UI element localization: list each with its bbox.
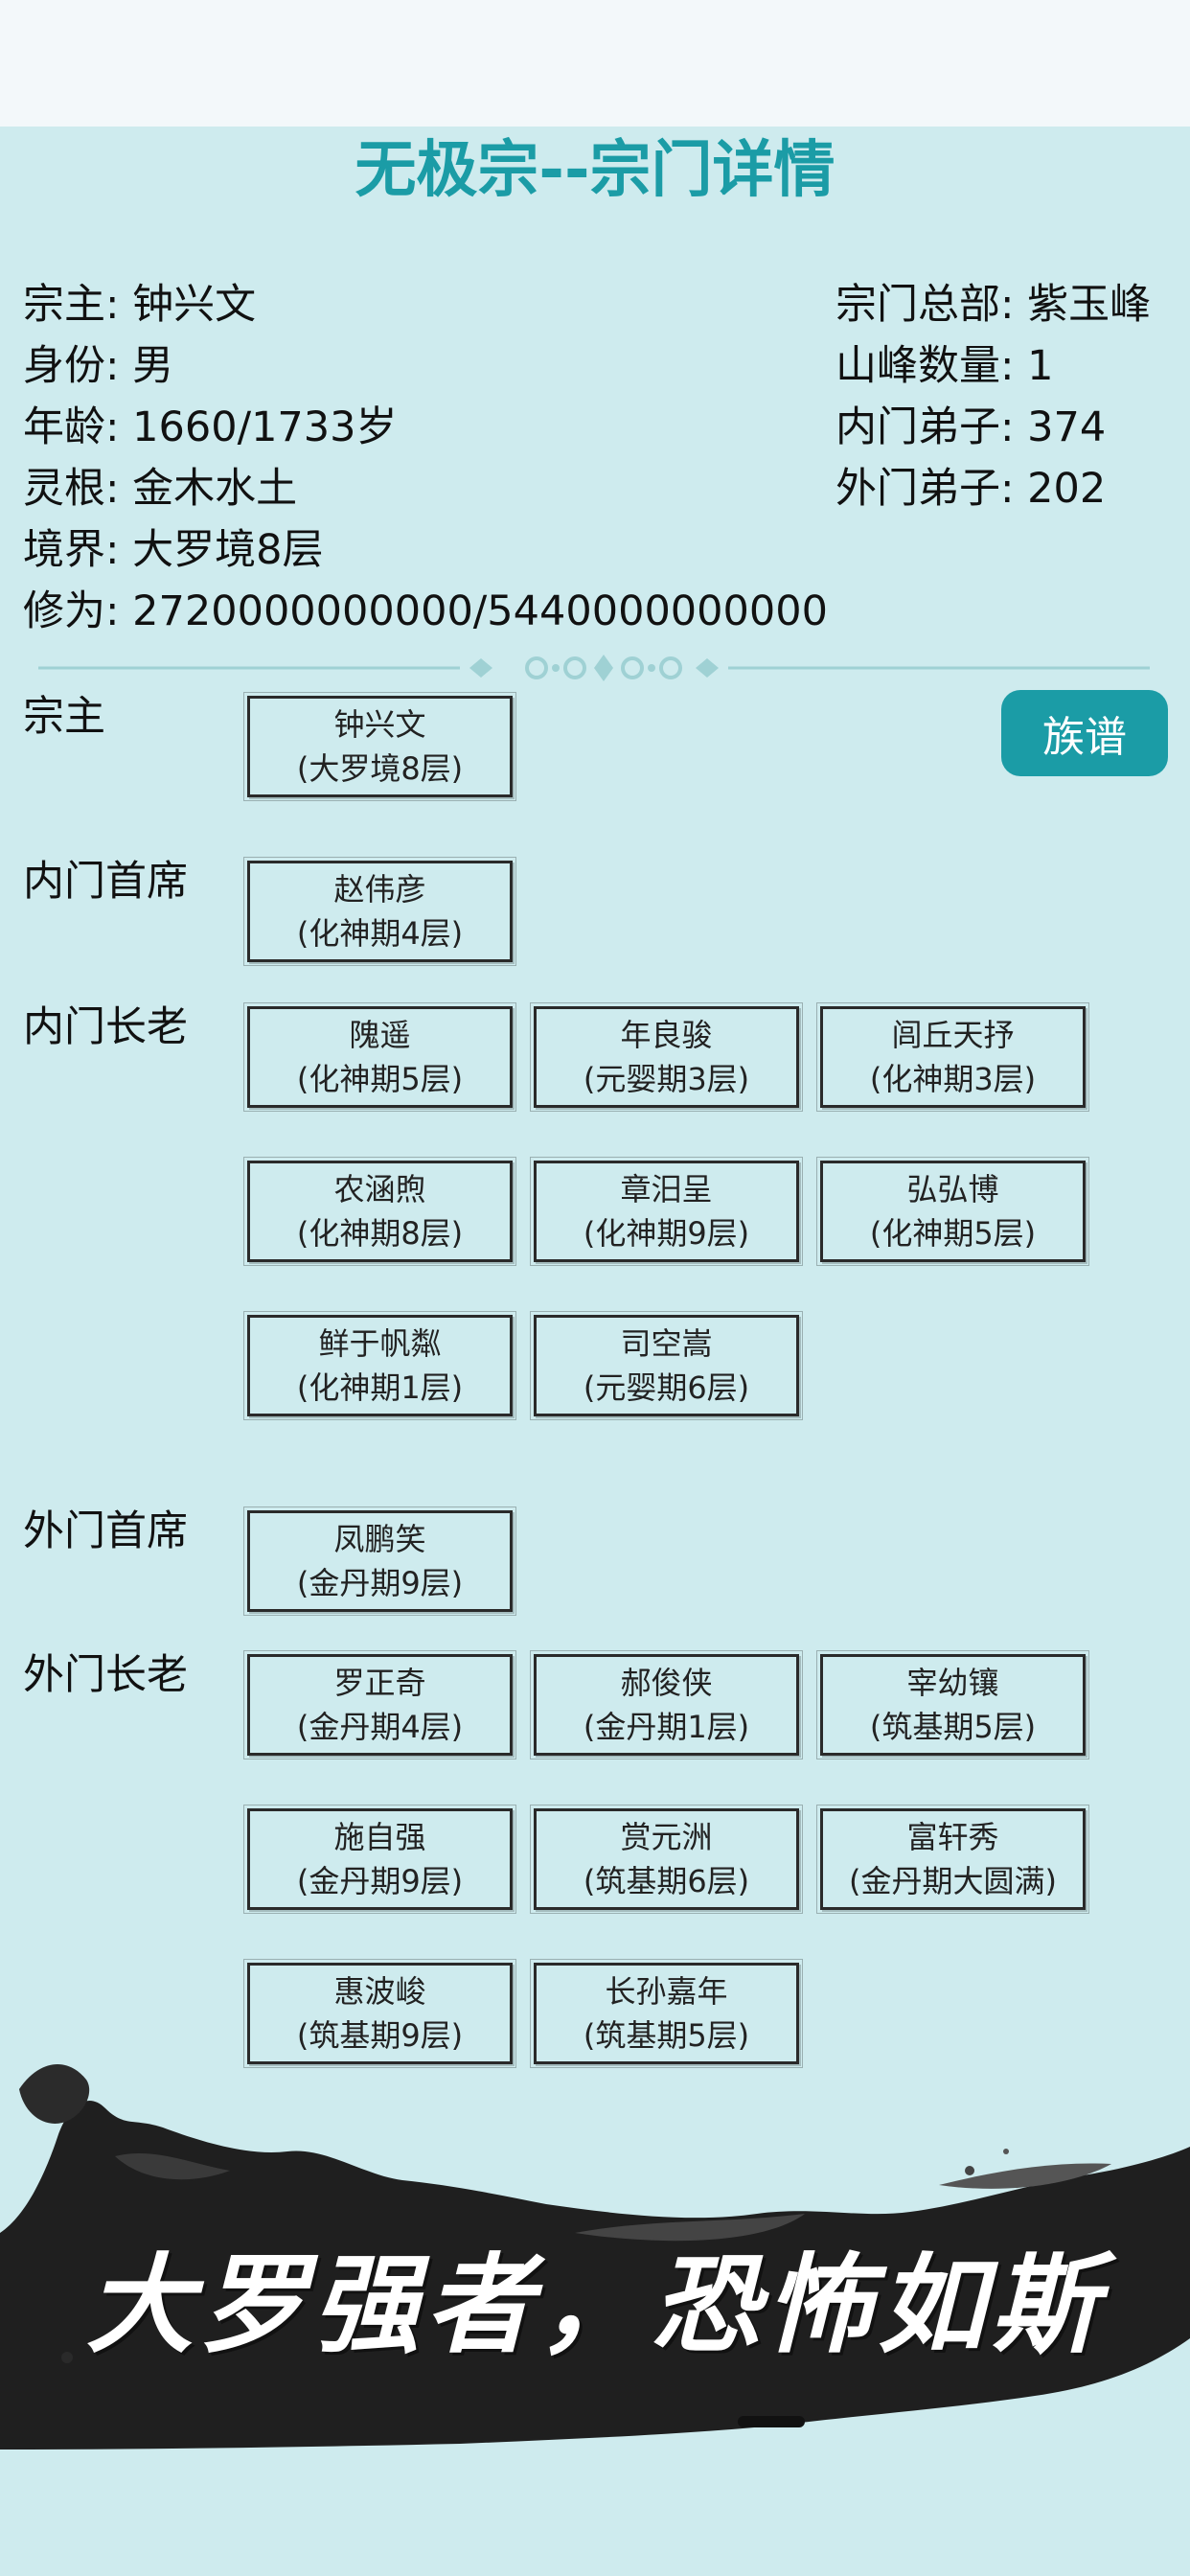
age-info: 年龄: 1660/1733岁 bbox=[23, 403, 398, 451]
member-name: 闾丘天抒 bbox=[891, 1017, 1015, 1053]
member-card[interactable]: 郝俊侠 (金丹期1层) bbox=[530, 1650, 803, 1760]
member-name: 鲜于帆粼 bbox=[318, 1325, 442, 1362]
inner-disciples-info: 内门弟子: 374 bbox=[835, 403, 1107, 451]
member-card[interactable]: 钟兴文 (大罗境8层) bbox=[243, 692, 516, 801]
genealogy-button[interactable]: 族谱 bbox=[1001, 690, 1168, 776]
member-card[interactable]: 惠波峻 (筑基期9层) bbox=[243, 1959, 516, 2068]
member-name: 弘弘博 bbox=[906, 1171, 999, 1208]
identity-info: 身份: 男 bbox=[23, 342, 174, 390]
member-card[interactable]: 施自强 (金丹期9层) bbox=[243, 1805, 516, 1914]
member-realm: (筑基期9层) bbox=[296, 2017, 464, 2054]
spirit-root-info: 灵根: 金木水土 bbox=[23, 465, 298, 513]
page-title: 无极宗--宗门详情 bbox=[355, 135, 835, 206]
member-name: 长孙嘉年 bbox=[605, 1973, 728, 2010]
member-realm: (化神期5层) bbox=[296, 1061, 464, 1097]
member-name: 惠波峻 bbox=[333, 1973, 426, 2010]
member-name: 章汨呈 bbox=[620, 1171, 713, 1208]
member-name: 宰幼镶 bbox=[906, 1665, 999, 1701]
member-name: 隗遥 bbox=[349, 1017, 411, 1053]
section-label-outer-chief: 外门首席 bbox=[23, 1507, 188, 1555]
member-card[interactable]: 凤鹏笑 (金丹期9层) bbox=[243, 1506, 516, 1616]
home-indicator[interactable] bbox=[738, 2416, 805, 2427]
ornamental-divider-icon bbox=[38, 655, 1150, 681]
member-realm: (化神期9层) bbox=[583, 1215, 750, 1252]
member-card[interactable]: 隗遥 (化神期5层) bbox=[243, 1002, 516, 1112]
cultivation-info: 修为: 2720000000000/5440000000000 bbox=[23, 587, 828, 635]
member-name: 施自强 bbox=[333, 1819, 426, 1855]
member-card[interactable]: 富轩秀 (金丹期大圆满) bbox=[816, 1805, 1089, 1914]
member-realm: (元婴期3层) bbox=[583, 1061, 750, 1097]
member-card[interactable]: 司空嵩 (元婴期6层) bbox=[530, 1311, 803, 1420]
member-name: 凤鹏笑 bbox=[333, 1521, 426, 1557]
section-label-outer-elders: 外门长老 bbox=[23, 1651, 188, 1699]
member-card[interactable]: 农涵煦 (化神期8层) bbox=[243, 1157, 516, 1266]
member-realm: (筑基期5层) bbox=[583, 2017, 750, 2054]
member-card[interactable]: 年良骏 (元婴期3层) bbox=[530, 1002, 803, 1112]
member-realm: (金丹期9层) bbox=[296, 1863, 464, 1899]
member-card[interactable]: 赏元洲 (筑基期6层) bbox=[530, 1805, 803, 1914]
member-realm: (化神期1层) bbox=[296, 1369, 464, 1406]
member-name: 富轩秀 bbox=[906, 1819, 999, 1855]
member-card[interactable]: 闾丘天抒 (化神期3层) bbox=[816, 1002, 1089, 1112]
section-label-master: 宗主 bbox=[23, 693, 105, 741]
status-bar bbox=[0, 0, 1190, 126]
member-card[interactable]: 罗正奇 (金丹期4层) bbox=[243, 1650, 516, 1760]
peak-count-info: 山峰数量: 1 bbox=[835, 342, 1054, 390]
ink-splash-icon bbox=[0, 2063, 1190, 2450]
member-name: 钟兴文 bbox=[333, 706, 426, 743]
member-realm: (筑基期6层) bbox=[583, 1863, 750, 1899]
member-name: 罗正奇 bbox=[333, 1665, 426, 1701]
member-name: 赵伟彦 bbox=[333, 871, 426, 908]
member-realm: (筑基期5层) bbox=[869, 1709, 1037, 1745]
member-name: 郝俊侠 bbox=[620, 1665, 713, 1701]
member-name: 年良骏 bbox=[620, 1017, 713, 1053]
member-card[interactable]: 长孙嘉年 (筑基期5层) bbox=[530, 1959, 803, 2068]
headquarters-info: 宗门总部: 紫玉峰 bbox=[835, 281, 1152, 329]
member-realm: (化神期3层) bbox=[869, 1061, 1037, 1097]
realm-info: 境界: 大罗境8层 bbox=[23, 526, 324, 574]
member-name: 农涵煦 bbox=[333, 1171, 426, 1208]
section-label-inner-elders: 内门长老 bbox=[23, 1003, 188, 1051]
member-realm: (金丹期9层) bbox=[296, 1565, 464, 1601]
banner-slogan: 大罗强者，恐怖如斯 bbox=[86, 2242, 1104, 2368]
section-label-inner-chief: 内门首席 bbox=[23, 858, 188, 906]
member-card[interactable]: 宰幼镶 (筑基期5层) bbox=[816, 1650, 1089, 1760]
member-realm: (金丹期1层) bbox=[583, 1709, 750, 1745]
sect-master-info: 宗主: 钟兴文 bbox=[23, 281, 257, 329]
member-realm: (金丹期4层) bbox=[296, 1709, 464, 1745]
member-card[interactable]: 鲜于帆粼 (化神期1层) bbox=[243, 1311, 516, 1420]
member-card[interactable]: 弘弘博 (化神期5层) bbox=[816, 1157, 1089, 1266]
member-realm: (金丹期大圆满) bbox=[849, 1863, 1057, 1899]
member-realm: (元婴期6层) bbox=[583, 1369, 750, 1406]
member-card[interactable]: 赵伟彦 (化神期4层) bbox=[243, 857, 516, 966]
member-realm: (大罗境8层) bbox=[296, 750, 464, 787]
member-realm: (化神期8层) bbox=[296, 1215, 464, 1252]
outer-disciples-info: 外门弟子: 202 bbox=[835, 465, 1107, 513]
member-card[interactable]: 章汨呈 (化神期9层) bbox=[530, 1157, 803, 1266]
member-name: 司空嵩 bbox=[620, 1325, 713, 1362]
member-realm: (化神期4层) bbox=[296, 915, 464, 952]
member-realm: (化神期5层) bbox=[869, 1215, 1037, 1252]
member-name: 赏元洲 bbox=[620, 1819, 713, 1855]
